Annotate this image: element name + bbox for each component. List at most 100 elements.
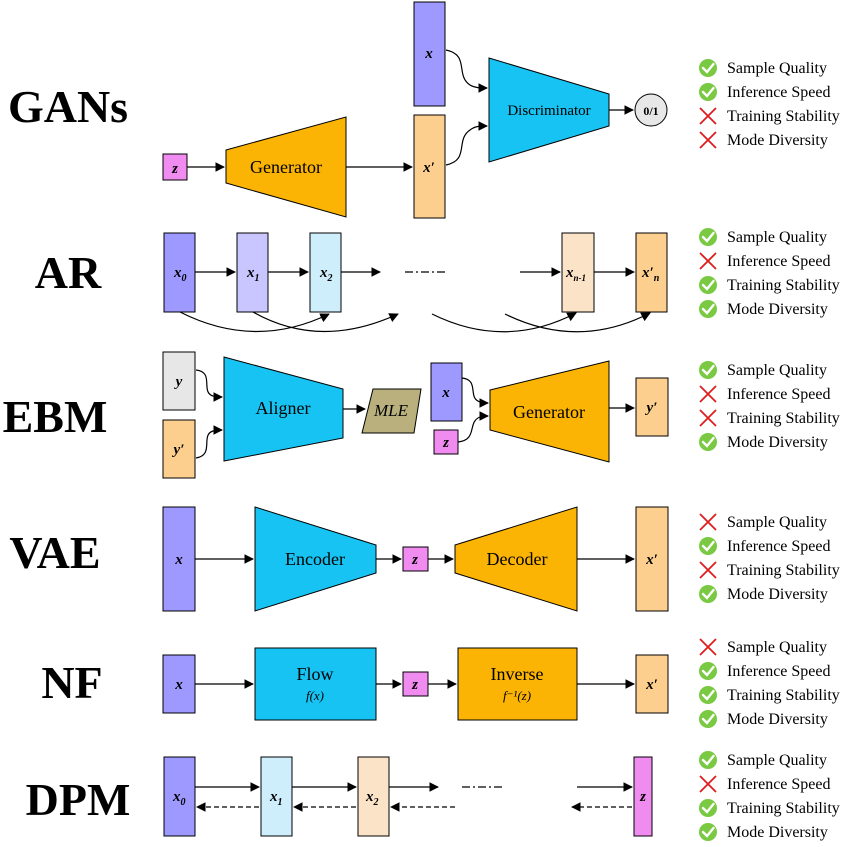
ar-curve-x0-x2 (179, 311, 330, 333)
property-item-vae-0: Sample Quality (699, 513, 827, 531)
check-icon (699, 823, 717, 841)
gans-discriminator-label: Discriminator (507, 103, 590, 119)
vae-z-label: z (411, 552, 418, 568)
nf-inverse-block (457, 647, 578, 721)
property-item-gans-1: Inference Speed (699, 83, 831, 101)
nf-xprime-label: x′ (645, 677, 658, 693)
check-icon (699, 799, 717, 817)
property-item-ar-3: Mode Diversity (699, 300, 828, 318)
cross-icon (699, 107, 717, 125)
row-ebm: EBM y y′ Aligner MLE x z Generator y′ (3, 351, 669, 479)
property-item-ebm-3: Mode Diversity (699, 433, 828, 451)
row-nf: NF x Flow f(x) z Inverse f⁻¹(z) x′ (41, 647, 669, 721)
check-mark (701, 689, 715, 701)
ar-x2-label: x2 (319, 265, 333, 284)
check-mark (701, 231, 715, 243)
property-label: Inference Speed (727, 386, 831, 403)
vae-xprime-label: x′ (645, 552, 658, 568)
property-label: Training Stability (727, 108, 840, 125)
vae-encoder-block (254, 506, 377, 612)
vae-decoder-block (454, 506, 578, 612)
property-label: Sample Quality (727, 514, 827, 531)
check-mark (701, 713, 715, 725)
property-label: Inference Speed (727, 663, 831, 680)
property-label: Training Stability (727, 800, 840, 817)
property-label: Inference Speed (727, 253, 831, 270)
dpm-x0-label: x0 (172, 789, 186, 808)
property-label: Mode Diversity (727, 824, 828, 841)
property-label: Mode Diversity (727, 586, 828, 603)
dpm-x2-label: x2 (365, 789, 379, 808)
ebm-aligner-label: Aligner (256, 398, 311, 418)
ebm-out-label: y′ (645, 400, 658, 416)
nf-flow-fn: f(x) (306, 688, 324, 703)
ar-xn-box (635, 232, 668, 313)
property-item-ar-1: Inference Speed (699, 252, 831, 270)
dpm-x2-box (357, 756, 390, 837)
property-label: Sample Quality (727, 752, 827, 769)
nf-x-label: x (174, 677, 183, 693)
ebm-z-label: z (442, 435, 449, 451)
vae-encoder-label: Encoder (285, 549, 345, 569)
ebm-yprime-box (162, 419, 196, 479)
ar-curve-to-xn (504, 312, 651, 333)
check-icon (699, 710, 717, 728)
ebm-generator-block (489, 360, 610, 463)
check-mark (701, 436, 715, 448)
gans-arrow-xprime-discriminator (445, 121, 488, 166)
check-icon (699, 59, 717, 77)
vae-decoder-label: Decoder (487, 549, 548, 569)
title-gans: GANs (8, 81, 128, 132)
property-item-ar-0: Sample Quality (699, 228, 827, 246)
title-ebm: EBM (3, 391, 108, 442)
property-item-dpm-3: Mode Diversity (699, 823, 828, 841)
ar-x1-box (236, 232, 269, 313)
property-label: Mode Diversity (727, 301, 828, 318)
nf-inverse-label: Inverse (491, 664, 544, 684)
check-mark (701, 665, 715, 677)
property-item-gans-2: Training Stability (699, 107, 840, 125)
ar-xn-label: x′n (641, 265, 660, 284)
ar-curve-x1-ellipsis (252, 311, 399, 333)
ebm-yprime-label: y′ (172, 442, 185, 458)
row-vae: VAE x Encoder z Decoder x′ (9, 506, 669, 612)
ebm-aligner-block (223, 356, 344, 462)
ebm-arrow-yprime-aligner (195, 425, 223, 459)
ebm-z-box (433, 429, 459, 455)
ebm-arrow-z-generator (457, 411, 489, 443)
gans-z-box (162, 153, 188, 181)
property-item-dpm-2: Training Stability (699, 799, 840, 817)
property-item-vae-2: Training Stability (699, 561, 840, 579)
gans-output-node (634, 93, 668, 127)
dpm-z-box (633, 756, 653, 837)
check-mark (701, 364, 715, 376)
nf-flow-block (254, 647, 377, 721)
cross-icon (699, 385, 717, 403)
check-icon (699, 276, 717, 294)
property-label: Training Stability (727, 562, 840, 579)
gans-xprime-label: x′ (422, 160, 435, 176)
ebm-arrow-y-aligner (195, 369, 223, 402)
property-item-ebm-1: Inference Speed (699, 385, 831, 403)
cross-icon (699, 561, 717, 579)
property-item-gans-0: Sample Quality (699, 59, 827, 77)
gans-arrow-x-discriminator (445, 49, 488, 93)
property-label: Sample Quality (727, 229, 827, 246)
ebm-arrow-x-generator (461, 377, 489, 408)
dpm-x0-box (163, 756, 196, 837)
check-icon (699, 83, 717, 101)
check-icon (699, 585, 717, 603)
ar-x0-label: x0 (173, 265, 187, 284)
ebm-x-label: x (441, 385, 450, 401)
ebm-mle-label: MLE (373, 401, 409, 420)
gans-x-box (413, 1, 446, 107)
cross-icon (699, 775, 717, 793)
check-icon (699, 662, 717, 680)
check-mark (701, 540, 715, 552)
property-item-nf-0: Sample Quality (699, 638, 827, 656)
ebm-out-box (635, 377, 669, 437)
property-label: Sample Quality (727, 60, 827, 77)
cross-icon (699, 409, 717, 427)
property-label: Training Stability (727, 687, 840, 704)
